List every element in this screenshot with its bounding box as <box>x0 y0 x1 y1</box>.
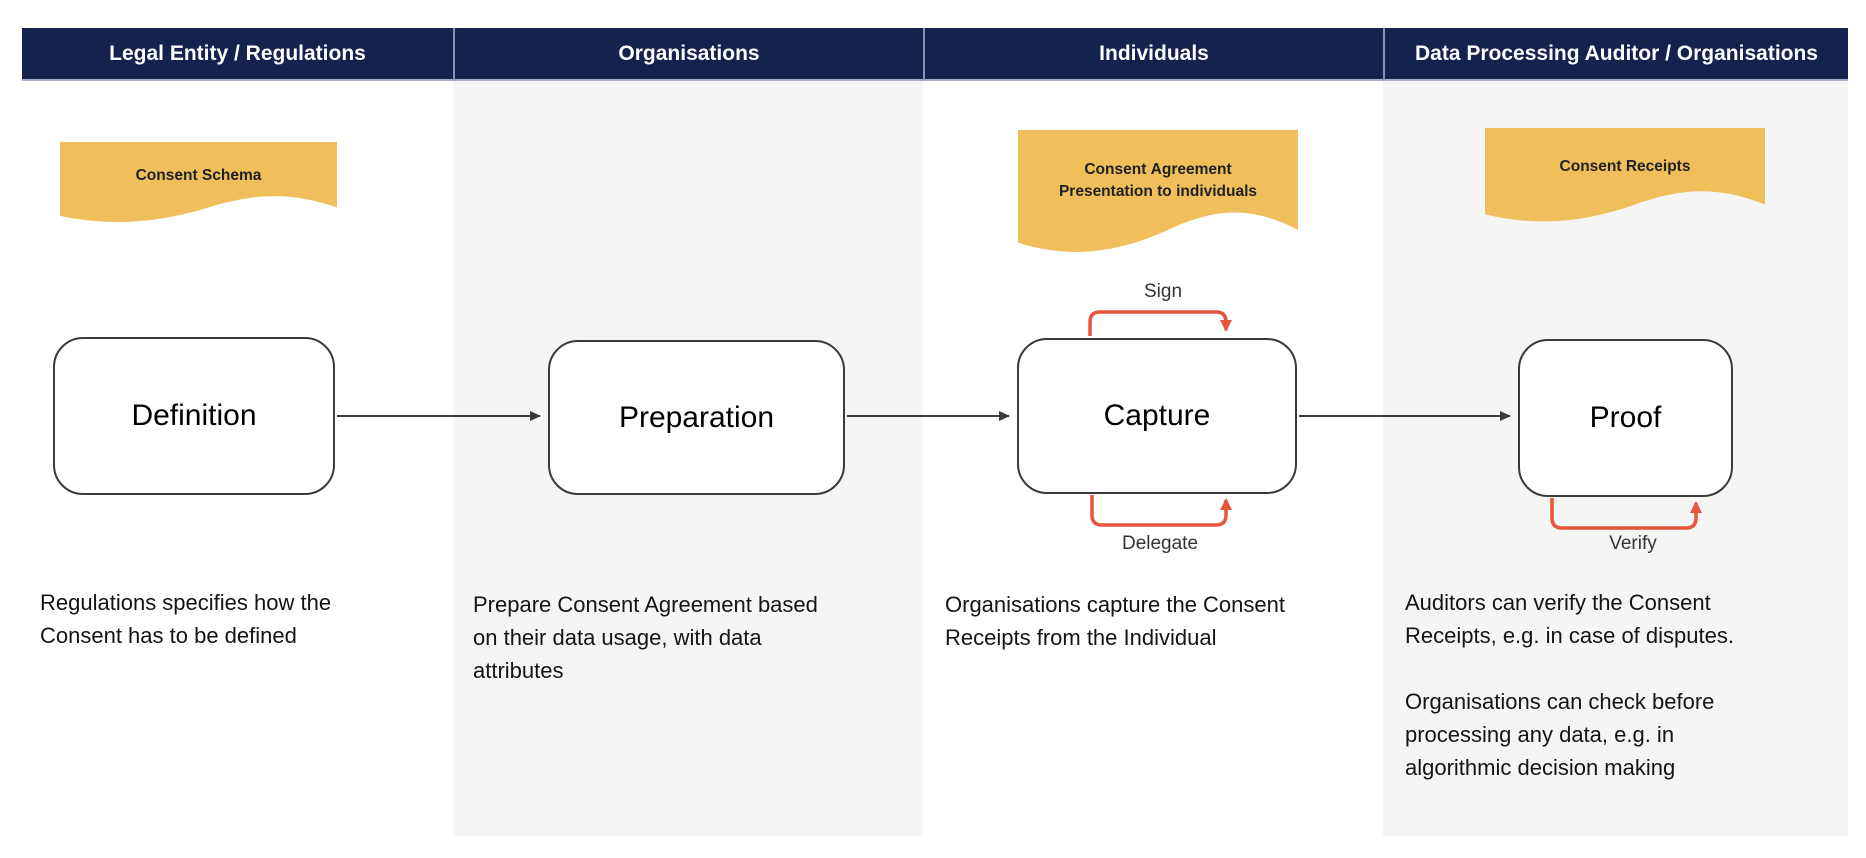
sign-loop-arrow <box>1088 310 1232 336</box>
document-fill <box>60 142 337 223</box>
process-box-proof: Proof <box>1518 339 1733 497</box>
document-shape-consent-receipts: Consent Receipts <box>1485 128 1765 226</box>
document-label: Consent Receipts <box>1559 157 1691 175</box>
document-label: Consent Schema <box>135 166 262 184</box>
document-fill <box>1018 130 1298 252</box>
process-box-capture: Capture <box>1017 338 1297 494</box>
process-label: Capture <box>1103 399 1211 432</box>
lane-description-auditor: Auditors can verify the Consent Receipts… <box>1405 590 1734 780</box>
document-label-line1: Consent Agreement <box>1084 159 1231 181</box>
lane-description-organisations: Prepare Consent Agreement based on their… <box>473 592 818 683</box>
document-wave-shape <box>1485 128 1765 222</box>
lane-header-organisations: Organisations <box>453 28 923 81</box>
lane-description-legal-entity: Regulations specifies how the Consent ha… <box>40 590 332 648</box>
lane-description-individuals: Organisations capture the Consent Receip… <box>945 592 1285 650</box>
document-wave-shape <box>60 142 337 223</box>
process-label: Preparation <box>618 400 775 434</box>
process-label: Definition <box>131 399 257 432</box>
lane-header-auditor: Data Processing Auditor / Organisations <box>1383 28 1848 81</box>
document-label: Consent Agreement Presentation to indivi… <box>1018 130 1298 258</box>
document-shape-consent-agreement: Consent Agreement Presentation to indivi… <box>1018 130 1298 258</box>
lane-header-legal-entity: Legal Entity / Regulations <box>22 28 453 81</box>
lane-header-bar: Legal Entity / Regulations Organisations… <box>22 28 1848 81</box>
document-label-line2: Presentation to individuals <box>1058 183 1258 200</box>
delegate-loop-arrow <box>1090 495 1232 527</box>
lane-header-individuals: Individuals <box>923 28 1383 81</box>
delegate-loop-label: Delegate <box>1121 533 1199 554</box>
process-label: Proof <box>1589 401 1662 434</box>
process-box-preparation: Preparation <box>548 340 845 495</box>
document-wave-shape <box>1018 130 1298 252</box>
sign-loop-label: Sign <box>1143 281 1183 302</box>
document-label-regular: Consent <box>1084 160 1147 178</box>
document-label-bold: Agreement <box>1150 160 1232 178</box>
document-shape-consent-schema: Consent Schema <box>60 142 337 226</box>
document-fill <box>1485 128 1765 222</box>
process-box-definition: Definition <box>53 337 335 495</box>
verify-loop-label: Verify <box>1609 533 1657 554</box>
